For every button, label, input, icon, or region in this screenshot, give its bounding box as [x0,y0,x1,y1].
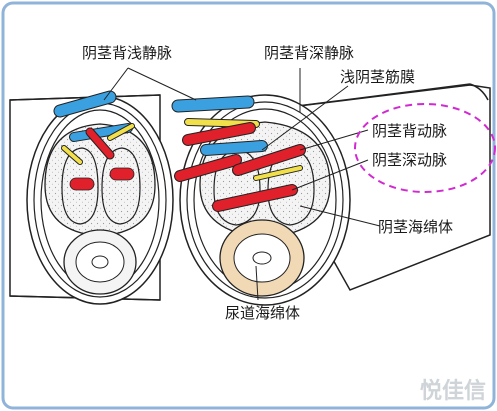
label-corpus-spongiosum: 尿道海绵体 [225,304,300,322]
label-superficial-fascia: 浅阴茎筋膜 [340,68,415,86]
left-shaft [9,90,174,305]
watermark: 悦佳信 [420,378,486,404]
label-deep-dorsal-vein: 阴茎背深静脉 [264,44,354,62]
label-dorsal-artery: 阴茎背动脉 [372,122,447,140]
leader-lines [103,67,381,301]
label-corpus-cavernosum: 阴茎海绵体 [378,218,453,236]
label-deep-artery: 阴茎深动脉 [372,151,447,169]
highlight-ellipse [354,103,496,193]
label-superficial-dorsal-vein: 阴茎背浅静脉 [82,44,172,62]
right-shaft [171,83,491,306]
